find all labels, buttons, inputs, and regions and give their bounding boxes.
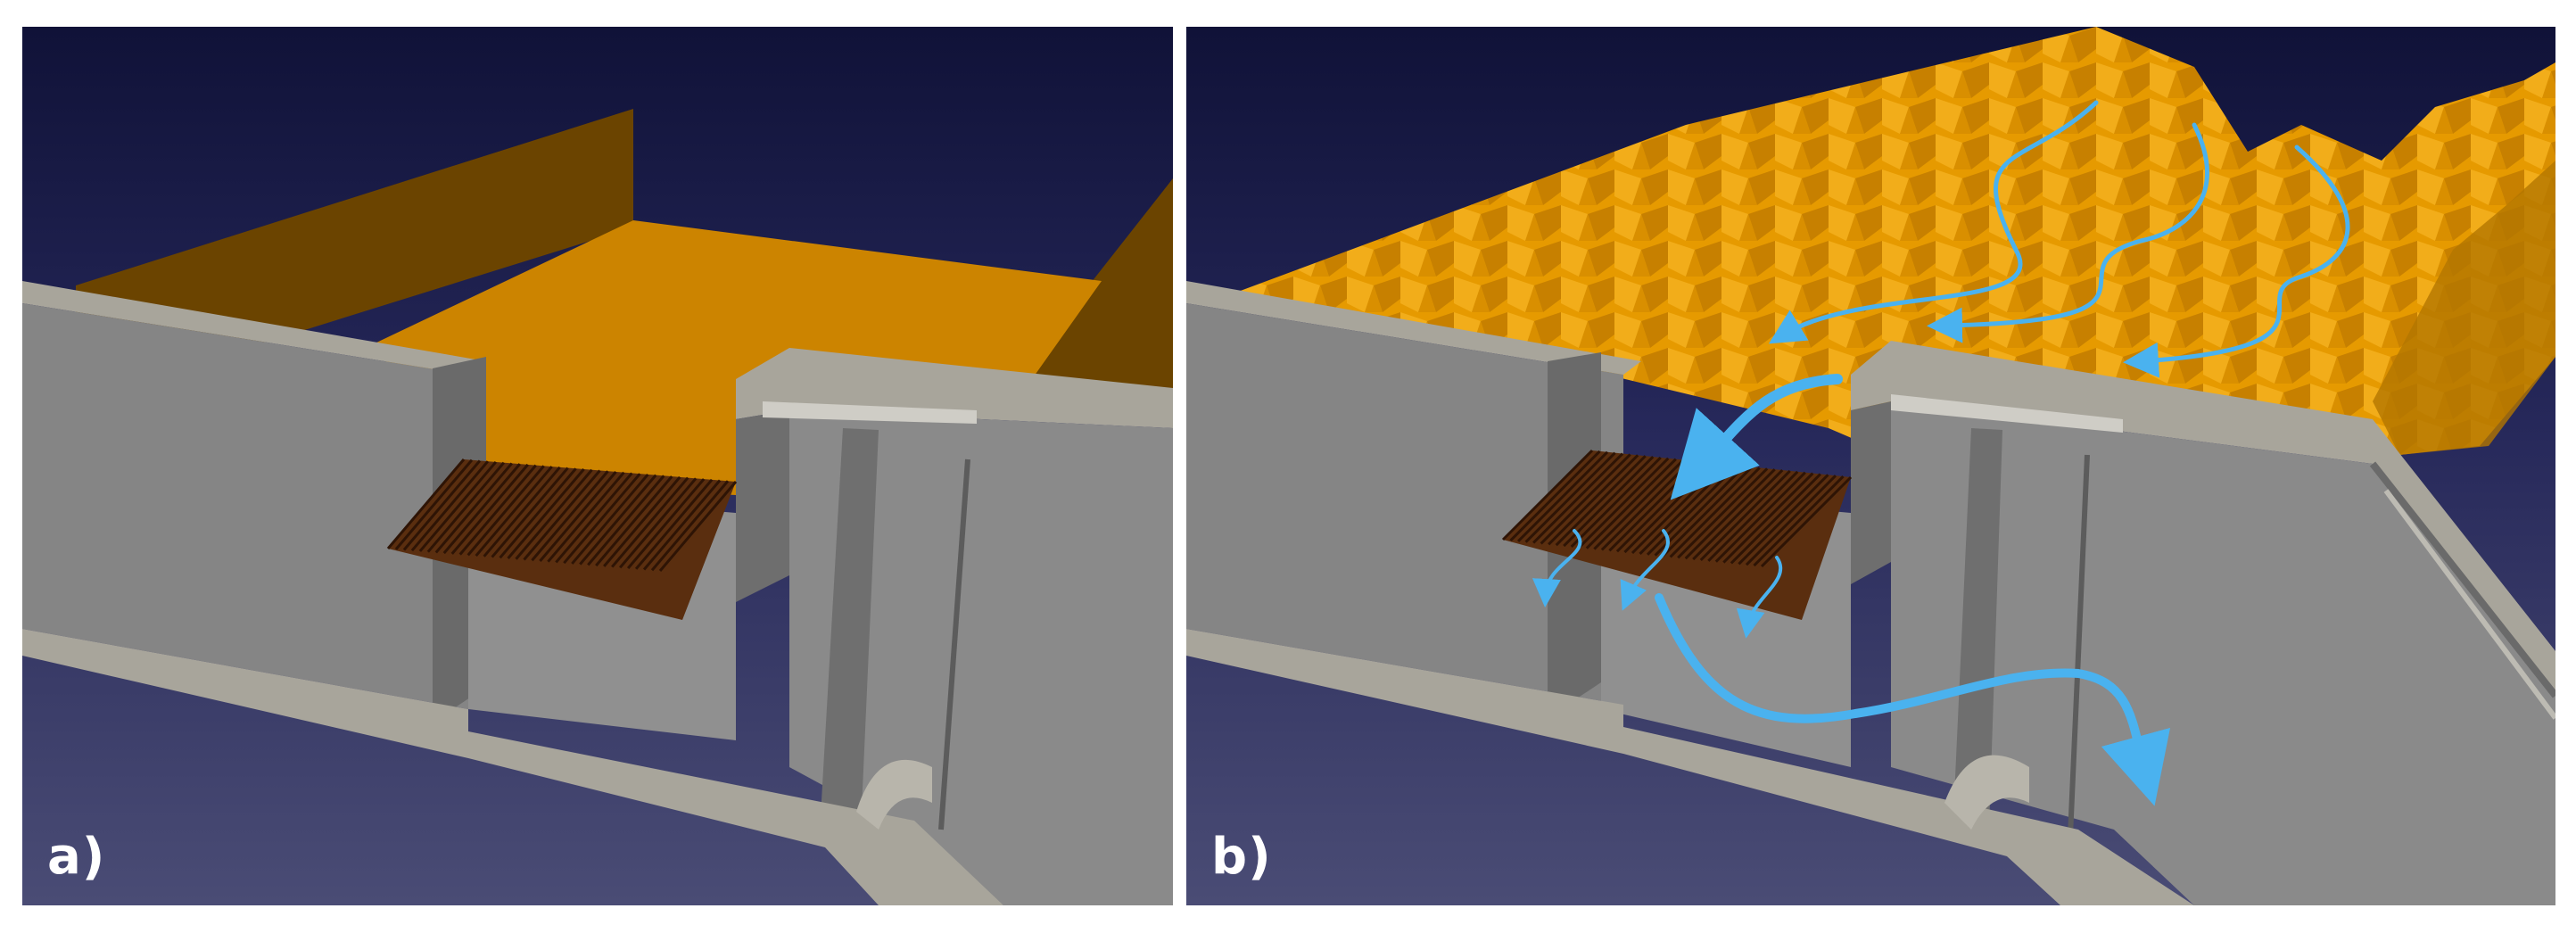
rack-bar: [595, 475, 673, 567]
rack-bar: [410, 460, 490, 552]
rack-bar: [1593, 458, 1685, 550]
rack-bar: [402, 459, 482, 551]
outlet-curve: [856, 759, 932, 830]
flow-arrow-icon: [1620, 529, 1671, 611]
flow-arrows: [1532, 100, 2350, 806]
rack-bar: [1699, 469, 1791, 562]
panel-a-scene: [22, 109, 1173, 905]
rack-bar: [491, 467, 569, 558]
right-pier-end: [736, 410, 789, 602]
rack-bar: [563, 473, 641, 565]
rack-bar: [1753, 475, 1845, 567]
rack-bar: [458, 464, 537, 556]
rack-bar: [434, 462, 513, 554]
left-wall-top: [1186, 281, 1641, 375]
rack-bar: [1707, 470, 1799, 562]
outlet-curve: [1944, 755, 2029, 830]
rack-bar: [1738, 474, 1829, 566]
panel-label-b: b): [1211, 828, 1272, 886]
rack-bar: [1516, 450, 1609, 542]
rack-bar: [1555, 455, 1647, 547]
rack-bar: [619, 477, 698, 569]
gate-slot: [1953, 428, 2002, 830]
left-wall-top: [22, 281, 486, 375]
flow-arrow-icon: [1927, 122, 2210, 343]
panel-b-clogged-intake: b): [1186, 27, 2555, 905]
rack-bar: [450, 463, 529, 555]
rack-bar: [539, 470, 617, 562]
flow-arrow-icon: [2123, 145, 2350, 378]
rack-bar: [587, 475, 665, 566]
rack-bar: [1532, 452, 1624, 544]
rack-bar: [555, 472, 633, 564]
rack-bar: [1501, 449, 1594, 541]
rack-bar: [499, 467, 577, 559]
rack-bar: [466, 465, 545, 557]
rack-bar: [658, 481, 738, 572]
rack-bar: [1745, 475, 1837, 566]
rack-bar: [1692, 468, 1784, 561]
gate-slot: [821, 428, 879, 830]
rack-bar: [507, 468, 585, 560]
rack-bar: [1714, 471, 1806, 563]
rack-bar: [442, 463, 521, 555]
flow-arrow-icon: [1532, 529, 1582, 607]
rack-bar: [386, 458, 466, 549]
panel-b-scene: [1186, 27, 2555, 905]
rack-bar: [475, 466, 553, 557]
rack-bar: [515, 468, 593, 560]
sediment-floor: [375, 220, 1102, 495]
rack-bar: [571, 473, 649, 565]
flow-arrow-icon: [1655, 593, 2171, 806]
rack-bar: [650, 480, 730, 572]
left-wall-face: [22, 303, 468, 709]
right-pier-end: [1851, 401, 1891, 584]
rack-bar: [1578, 457, 1670, 549]
rack-bar: [1524, 451, 1616, 543]
rack-bar: [626, 478, 706, 570]
top-slot: [1891, 394, 2123, 433]
panel-label-a: a): [47, 828, 106, 886]
rack-bar: [418, 460, 498, 552]
panel-a-clean-intake: a): [22, 27, 1173, 905]
rack-bar: [1730, 473, 1821, 565]
rack-bar: [642, 479, 722, 571]
rack-bar: [1760, 475, 1853, 568]
bottom-ledge: [1186, 629, 2194, 905]
left-wall-face: [1186, 303, 1623, 705]
screen-rack: [386, 458, 738, 620]
rack-bar: [1509, 450, 1601, 541]
rack-bar: [634, 478, 714, 570]
rack-bar: [579, 474, 657, 566]
top-slot: [763, 401, 977, 424]
rack-bar: [531, 470, 609, 562]
right-wall-face: [1891, 401, 2555, 905]
flow-arrow-icon: [1736, 556, 1783, 639]
rack-bar: [483, 466, 561, 557]
rack-bar: [611, 476, 689, 568]
rack-bar: [1722, 472, 1814, 564]
right-pier-top: [1851, 341, 2555, 696]
rack-bar: [547, 471, 625, 563]
rack-bar: [1570, 456, 1662, 549]
rack-bar: [1684, 468, 1776, 560]
rack-bar: [523, 469, 601, 561]
rack-bar: [1585, 458, 1677, 549]
rack-bar: [426, 461, 505, 553]
rack-bar: [1548, 454, 1639, 546]
flow-arrow-icon: [1670, 374, 1843, 500]
rack-bar: [1540, 453, 1631, 545]
bottom-ledge: [22, 629, 1003, 905]
flow-arrow-icon: [1768, 100, 2099, 344]
rack-bar: [1563, 455, 1655, 548]
right-cliff-shadow: [2373, 161, 2555, 455]
rack-bar: [394, 458, 474, 550]
rack-bar: [603, 475, 681, 567]
